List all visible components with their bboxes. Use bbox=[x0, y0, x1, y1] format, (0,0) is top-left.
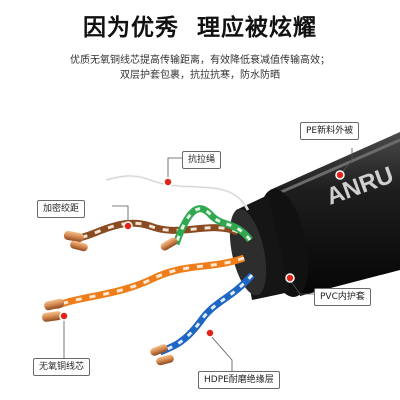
callout-hdpe-insulation: HDPE耐磨绝缘层 bbox=[198, 371, 280, 389]
orange-pair bbox=[54, 254, 246, 310]
green-pair bbox=[172, 205, 253, 246]
description-line-1: 优质无氧铜线芯提高传输距离，有效降低衰减值传输高效； bbox=[70, 55, 330, 66]
rip-cord bbox=[105, 174, 250, 211]
description-line-2: 双层护套包裹，抗拉抗寒，防水防晒 bbox=[120, 70, 280, 81]
blue-pair bbox=[158, 272, 255, 356]
headline-part-2: 理应被炫耀 bbox=[197, 15, 317, 41]
callout-dots bbox=[59, 170, 345, 338]
callout-pe-jacket: PE新料外被 bbox=[300, 122, 360, 140]
callout-dense-twist: 加密绞距 bbox=[37, 200, 86, 218]
brown-pair bbox=[77, 219, 240, 242]
copper-conductors bbox=[42, 230, 178, 366]
callout-pvc-jacket: PVC内护套 bbox=[314, 288, 371, 306]
callout-rip-cord: 抗拉绳 bbox=[182, 151, 222, 169]
headline-part-1: 因为优秀 bbox=[83, 15, 179, 41]
headline: 因为优秀理应被炫耀 bbox=[0, 8, 400, 42]
callout-copper-core: 无氧铜线芯 bbox=[33, 358, 91, 376]
